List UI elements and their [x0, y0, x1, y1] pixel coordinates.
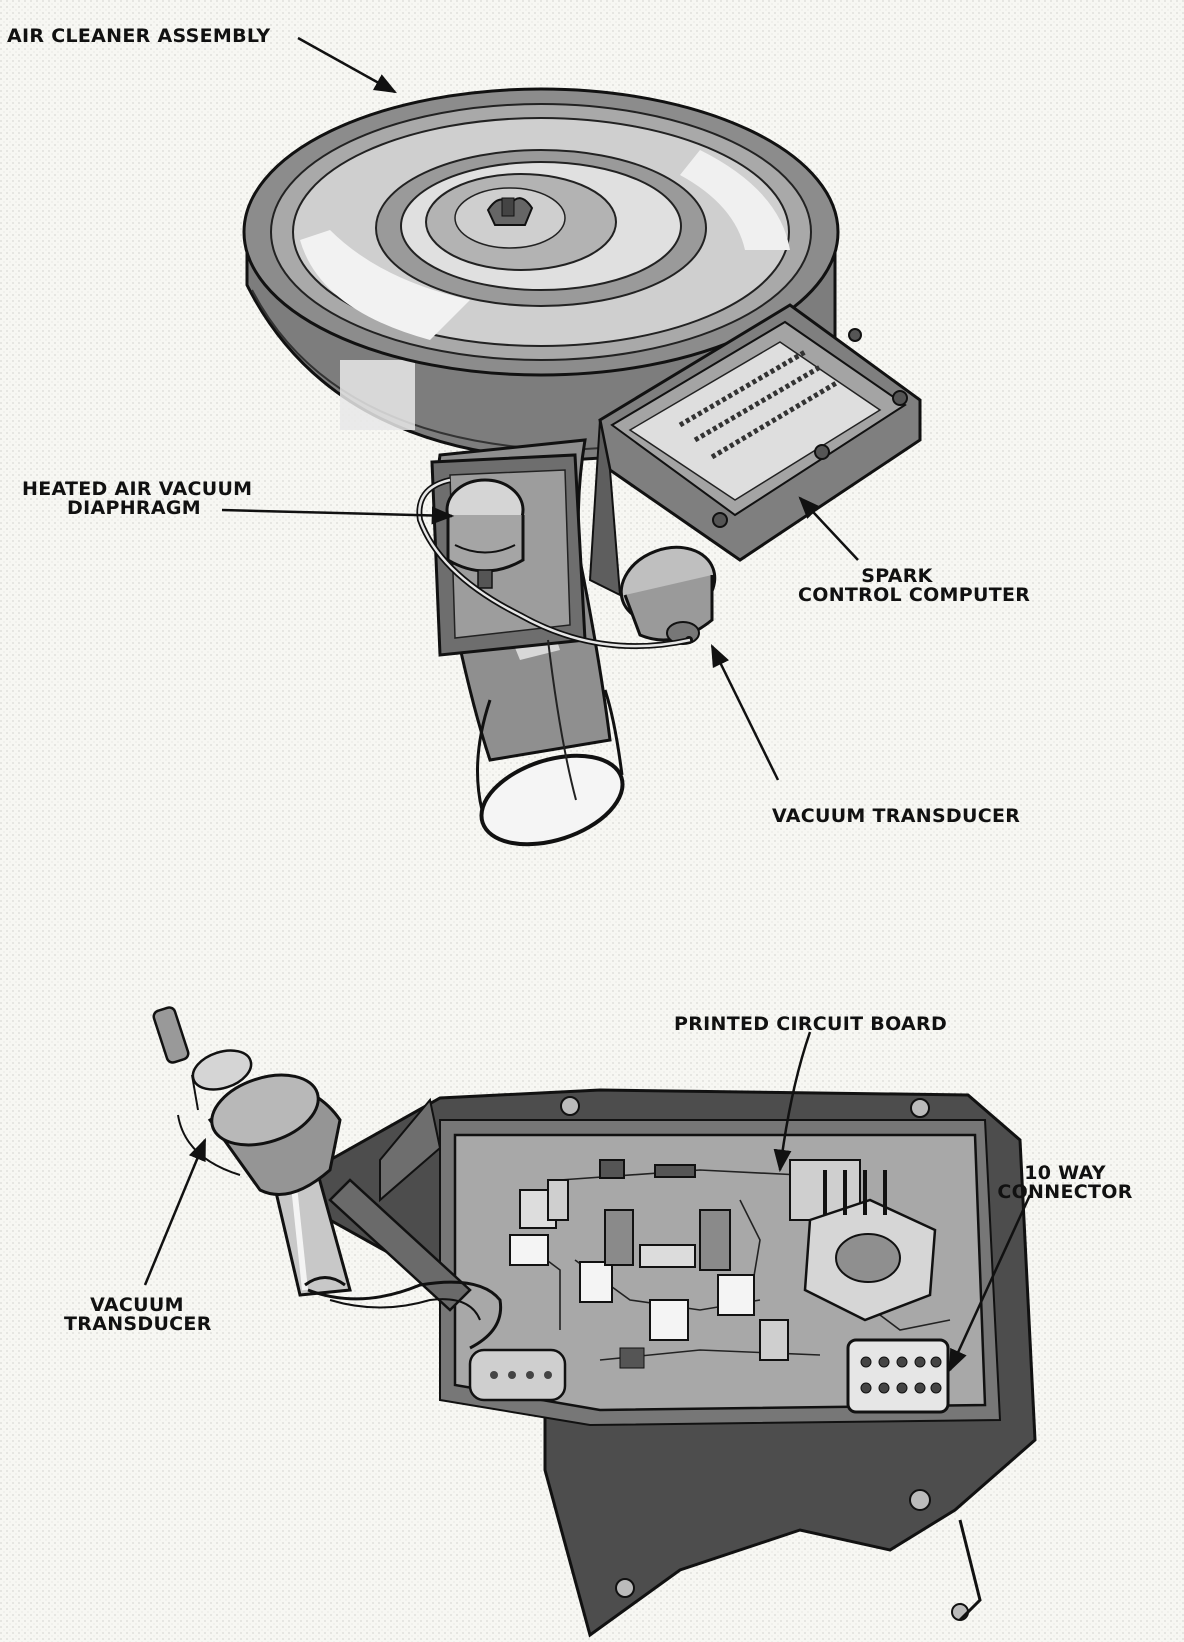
leader-vacuum-transducer-top	[710, 643, 780, 781]
label-heated-air-vacuum-line2: DIAPHRAGM	[67, 497, 201, 519]
label-10-way-line2: CONNECTOR	[997, 1181, 1133, 1203]
leader-10-way-connector	[948, 1194, 1032, 1373]
label-spark-line1: SPARK	[861, 565, 933, 587]
label-vacuum-transducer-bottom: VACUUM TRANSDUCER	[64, 1294, 212, 1335]
label-10-way-connector: 10 WAY CONNECTOR	[996, 1164, 1134, 1202]
label-heated-air-vacuum-diaphragm: HEATED AIR VACUUM DIAPHRAGM	[22, 478, 253, 519]
label-10-way-line1: 10 WAY	[1024, 1162, 1106, 1184]
label-spark-line2: CONTROL COMPUTER	[798, 584, 1031, 606]
computer-lid-lettering	[678, 349, 840, 460]
label-spark-control-computer: SPARK CONTROL COMPUTER	[798, 565, 1031, 606]
leader-printed-circuit-board	[773, 1031, 812, 1173]
leader-vacuum-transducer-bottom	[143, 1137, 207, 1286]
label-vacuum-transducer-bottom-line2: TRANSDUCER	[64, 1313, 212, 1335]
leader-diaphragm	[221, 506, 455, 525]
label-vacuum-transducer-bottom-line1: VACUUM	[90, 1294, 184, 1316]
label-printed-circuit-board: PRINTED CIRCUIT BOARD	[674, 1013, 948, 1035]
label-heated-air-vacuum-line1: HEATED AIR VACUUM	[22, 478, 253, 500]
leader-lines-top	[221, 36, 859, 781]
leader-spark-computer	[798, 496, 859, 561]
air-cleaner-illustration	[242, 87, 922, 847]
leader-air-cleaner	[297, 36, 397, 94]
circuit-board-illustration	[152, 1006, 1037, 1638]
label-vacuum-transducer-top: VACUUM TRANSDUCER	[772, 805, 1021, 827]
label-air-cleaner-assembly: AIR CLEANER ASSEMBLY	[7, 25, 271, 47]
leader-lines-bottom	[143, 1031, 1032, 1373]
